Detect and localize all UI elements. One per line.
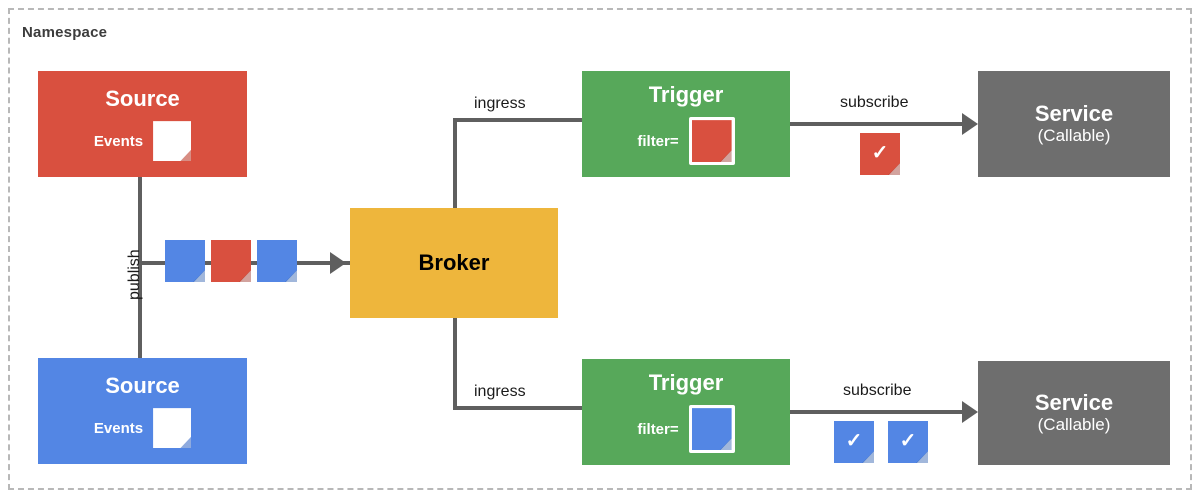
event-badge [165, 240, 205, 282]
event-stream [165, 240, 297, 282]
event-note-sheet [153, 121, 192, 162]
subscribe-bottom-arrow-head [962, 401, 978, 423]
trigger-top-filter-row: filter= [637, 117, 735, 166]
trigger-bottom-filter-row: filter= [637, 405, 735, 454]
event-note-fold [180, 150, 192, 162]
namespace-label: Namespace [22, 24, 108, 41]
delivered-badge-sheet [834, 421, 874, 463]
filter-note-sheet [691, 408, 732, 451]
subscribe-top-line [790, 122, 966, 126]
event-badge-sheet [257, 240, 297, 282]
subscribe-bottom-label: subscribe [843, 382, 912, 399]
event-note-icon [153, 121, 192, 162]
check-icon: ✓ [871, 142, 889, 164]
ingress-top-horizontal-line [453, 118, 586, 122]
delivered-events-top: ✓ [860, 133, 900, 175]
event-note-sheet [153, 408, 192, 449]
namespace-boundary [8, 8, 1192, 490]
service-bottom-title: Service [1034, 389, 1114, 415]
event-badge [211, 240, 251, 282]
check-icon: ✓ [899, 430, 917, 452]
service-top-subtitle: (Callable) [1037, 125, 1111, 145]
broker-title: Broker [418, 249, 490, 275]
node-broker[interactable]: Broker [350, 208, 558, 318]
source-blue-events-row: Events [93, 408, 192, 449]
delivered-badge-sheet [860, 133, 900, 175]
node-trigger-bottom[interactable]: Trigger filter= [582, 359, 790, 465]
trigger-bottom-filter-label: filter= [637, 420, 679, 438]
subscribe-top-arrow-head [962, 113, 978, 135]
node-service-bottom[interactable]: Service (Callable) [978, 361, 1170, 465]
check-icon: ✓ [845, 430, 863, 452]
node-trigger-top[interactable]: Trigger filter= [582, 71, 790, 177]
node-service-top[interactable]: Service (Callable) [978, 71, 1170, 177]
ingress-bottom-label: ingress [474, 383, 526, 400]
subscribe-bottom-line [790, 410, 966, 414]
delivered-event-badge: ✓ [860, 133, 900, 175]
filter-note-sheet [691, 120, 732, 163]
service-top-title: Service [1034, 100, 1114, 126]
node-source-blue[interactable]: Source Events [38, 358, 247, 464]
node-source-red[interactable]: Source Events [38, 71, 247, 177]
event-note-fold [180, 437, 192, 449]
service-bottom-subtitle: (Callable) [1037, 414, 1111, 434]
source-blue-title: Source [105, 372, 180, 398]
ingress-bottom-horizontal-line [453, 406, 586, 410]
ingress-top-vertical-line [453, 118, 457, 268]
event-badge-sheet [165, 240, 205, 282]
subscribe-top-label: subscribe [840, 94, 909, 111]
delivered-badge-sheet [888, 421, 928, 463]
delivered-event-badge: ✓ [888, 421, 928, 463]
publish-trunk-line [138, 176, 142, 361]
publish-label: publish [126, 249, 143, 300]
filter-note-icon [688, 405, 735, 454]
event-badge-sheet [211, 240, 251, 282]
delivered-events-bottom: ✓ ✓ [834, 421, 928, 463]
trigger-top-title: Trigger [648, 81, 724, 107]
source-red-events-row: Events [93, 121, 192, 162]
delivered-event-badge: ✓ [834, 421, 874, 463]
ingress-bottom-vertical-line [453, 260, 457, 410]
source-red-title: Source [105, 85, 180, 111]
filter-note-icon [688, 117, 735, 166]
source-blue-events-label: Events [93, 419, 144, 437]
event-badge [257, 240, 297, 282]
trigger-top-filter-label: filter= [637, 132, 679, 150]
publish-arrow-head [330, 252, 346, 274]
trigger-bottom-title: Trigger [648, 369, 724, 395]
event-note-icon [153, 408, 192, 449]
ingress-top-label: ingress [474, 95, 526, 112]
source-red-events-label: Events [93, 132, 144, 150]
